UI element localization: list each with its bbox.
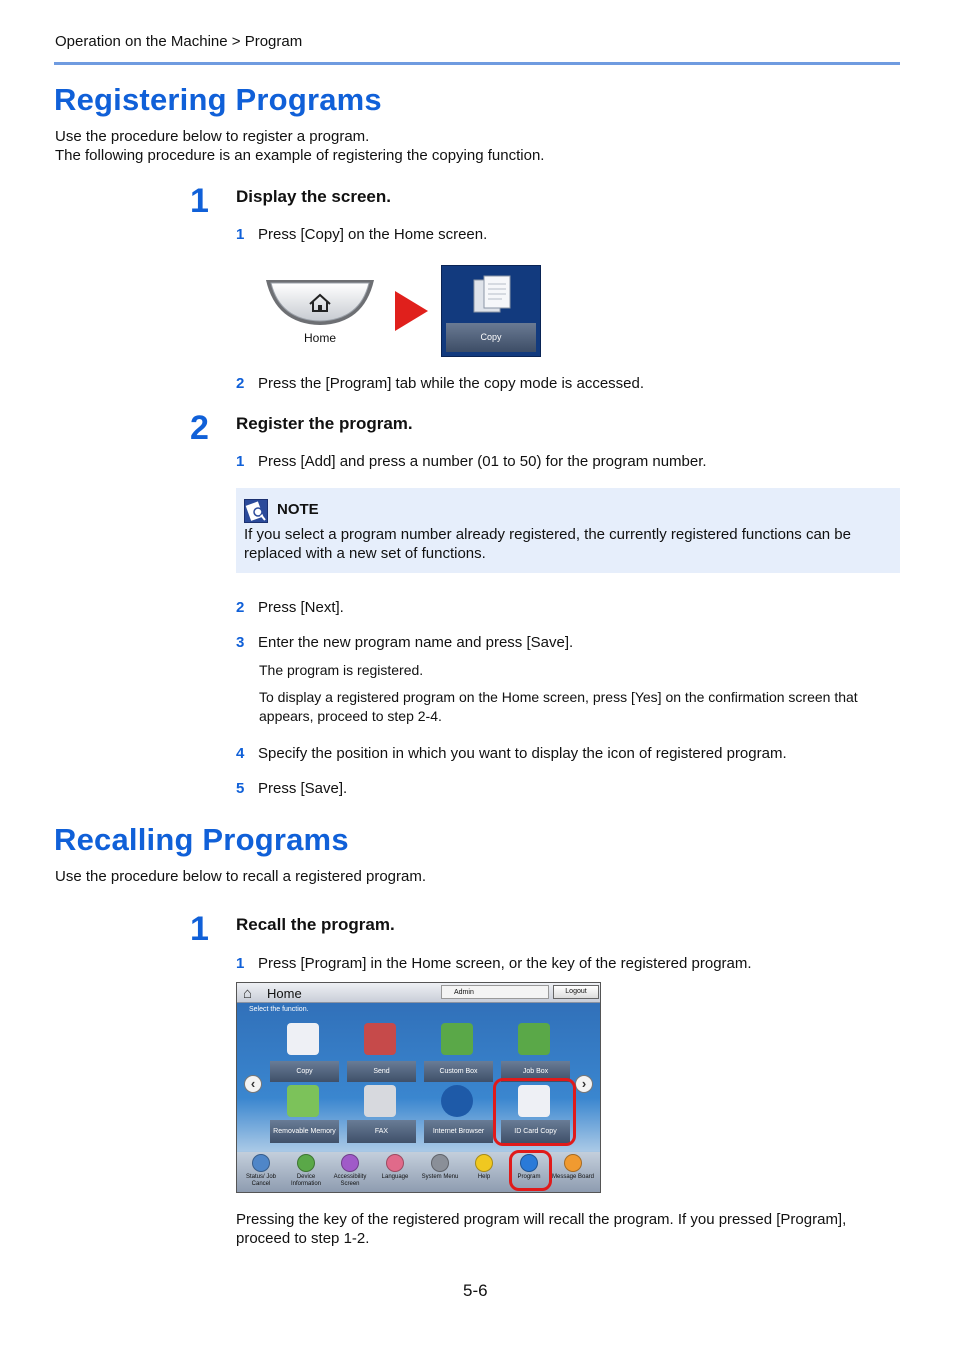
substep-text: Press the [Program] tab while the copy m… bbox=[258, 375, 645, 392]
substep-text: Press [Next]. bbox=[258, 599, 344, 616]
admin-field[interactable]: Admin bbox=[441, 985, 549, 999]
home-key: Home bbox=[264, 278, 376, 346]
copy-icon bbox=[287, 1023, 319, 1055]
section-title-registering: Registering Programs bbox=[54, 82, 382, 117]
intro-line: Use the procedure below to recall a regi… bbox=[55, 868, 427, 885]
substep-number: 1 bbox=[236, 453, 245, 470]
substep-detail: The program is registered. bbox=[259, 662, 424, 678]
tile-send[interactable]: Send bbox=[347, 1061, 416, 1082]
scroll-right-button[interactable]: › bbox=[575, 1075, 593, 1093]
device-info-icon bbox=[297, 1154, 315, 1172]
copy-icon bbox=[473, 275, 511, 313]
home-dock: Status/ Job Cancel Device Information Ac… bbox=[237, 1152, 600, 1192]
substep: 1 Press [Copy] on the Home screen. bbox=[236, 225, 896, 244]
substep: 5 Press [Save]. bbox=[236, 779, 896, 798]
usb-memory-icon bbox=[287, 1085, 319, 1117]
step-number: 2 bbox=[190, 409, 209, 447]
home-screen-header: ⌂ Home Admin Logout bbox=[237, 983, 600, 1003]
highlight-ring bbox=[493, 1078, 576, 1146]
job-box-icon bbox=[518, 1023, 550, 1055]
section-title-recalling: Recalling Programs bbox=[54, 822, 349, 857]
message-board-icon bbox=[564, 1154, 582, 1172]
substep: 4 Specify the position in which you want … bbox=[236, 744, 896, 763]
tile-internet-browser[interactable]: Internet Browser bbox=[424, 1120, 493, 1143]
substep-text: Press [Add] and press a number (01 to 50… bbox=[258, 453, 707, 470]
substep-number: 2 bbox=[236, 599, 245, 616]
copy-tile[interactable]: Copy bbox=[441, 265, 541, 357]
breadcrumb: Operation on the Machine > Program bbox=[55, 33, 303, 50]
intro-line-1: Use the procedure below to register a pr… bbox=[55, 128, 370, 145]
step-number: 1 bbox=[190, 182, 209, 220]
substep: 1 Press [Program] in the Home screen, or … bbox=[236, 954, 896, 973]
substep-number: 2 bbox=[236, 375, 245, 392]
accessibility-icon bbox=[341, 1154, 359, 1172]
substep-number: 1 bbox=[236, 955, 245, 972]
substep-number: 5 bbox=[236, 780, 245, 797]
home-screen: ⌂ Home Admin Logout Select the function.… bbox=[236, 982, 601, 1193]
home-icon bbox=[309, 293, 331, 312]
tile-copy[interactable]: Copy bbox=[270, 1061, 339, 1082]
substep-number: 4 bbox=[236, 745, 245, 762]
tile-job-box[interactable]: Job Box bbox=[501, 1061, 570, 1082]
substep-number: 3 bbox=[236, 634, 245, 651]
system-menu-icon bbox=[431, 1154, 449, 1172]
home-icon: ⌂ bbox=[243, 985, 253, 1002]
language-icon bbox=[386, 1154, 404, 1172]
closing-paragraph: Pressing the key of the registered progr… bbox=[236, 1211, 847, 1247]
substep-number: 1 bbox=[236, 226, 245, 243]
substep: 3 Enter the new program name and press [S… bbox=[236, 633, 896, 652]
note-icon bbox=[244, 499, 268, 523]
step-title: Display the screen. bbox=[236, 187, 391, 206]
dock-accessibility[interactable]: Accessibility Screen bbox=[328, 1154, 372, 1188]
substep-text: Press [Program] in the Home screen, or t… bbox=[258, 955, 752, 972]
highlight-ring bbox=[509, 1150, 552, 1191]
step-number: 1 bbox=[190, 910, 209, 948]
globe-icon bbox=[441, 1085, 473, 1117]
substep: 2 Press [Next]. bbox=[236, 598, 896, 617]
fax-icon bbox=[364, 1085, 396, 1117]
substep-text: Enter the new program name and press [Sa… bbox=[258, 634, 574, 651]
id-card-copy-icon bbox=[518, 1085, 550, 1117]
tile-custom-box[interactable]: Custom Box bbox=[424, 1061, 493, 1082]
home-screen-title: Home bbox=[267, 986, 302, 1001]
substep-text: Press [Save]. bbox=[258, 780, 348, 797]
header-rule bbox=[54, 62, 900, 65]
custom-box-icon bbox=[441, 1023, 473, 1055]
help-icon bbox=[475, 1154, 493, 1172]
substep-text: Specify the position in which you want t… bbox=[258, 745, 787, 762]
intro-line-2: The following procedure is an example of… bbox=[55, 147, 545, 164]
substep: 2 Press the [Program] tab while the copy … bbox=[236, 374, 896, 393]
page-number: 5-6 bbox=[463, 1281, 488, 1300]
arrow-right-icon bbox=[395, 291, 428, 331]
dock-status[interactable]: Status/ Job Cancel bbox=[239, 1154, 283, 1188]
step-title: Register the program. bbox=[236, 414, 413, 433]
dock-help[interactable]: Help bbox=[462, 1154, 506, 1181]
step-title: Recall the program. bbox=[236, 915, 395, 934]
note-box: NOTE If you select a program number alre… bbox=[236, 488, 900, 573]
program-icon bbox=[520, 1154, 538, 1172]
tile-fax[interactable]: FAX bbox=[347, 1120, 416, 1143]
substep: 1 Press [Add] and press a number (01 to 5… bbox=[236, 452, 896, 471]
send-icon bbox=[364, 1023, 396, 1055]
dock-system-menu[interactable]: System Menu bbox=[418, 1154, 462, 1181]
tile-removable-memory[interactable]: Removable Memory bbox=[270, 1120, 339, 1143]
copy-tile-label: Copy bbox=[446, 323, 536, 352]
dock-language[interactable]: Language bbox=[373, 1154, 417, 1181]
dock-message-board[interactable]: Message Board bbox=[551, 1154, 595, 1181]
note-title: NOTE bbox=[277, 501, 319, 518]
dock-program[interactable]: Program bbox=[507, 1154, 551, 1181]
dock-device-information[interactable]: Device Information bbox=[284, 1154, 328, 1188]
status-icon bbox=[252, 1154, 270, 1172]
home-key-label: Home bbox=[303, 331, 336, 345]
substep-text: Press [Copy] on the Home screen. bbox=[258, 226, 488, 243]
substep-detail: To display a registered program on the H… bbox=[259, 689, 858, 724]
note-text: If you select a program number already r… bbox=[244, 526, 851, 562]
home-screen-subtitle: Select the function. bbox=[249, 1006, 309, 1013]
logout-button[interactable]: Logout bbox=[553, 985, 599, 999]
scroll-left-button[interactable]: ‹ bbox=[244, 1075, 262, 1093]
tile-id-card-copy[interactable]: ID Card Copy bbox=[501, 1120, 570, 1143]
